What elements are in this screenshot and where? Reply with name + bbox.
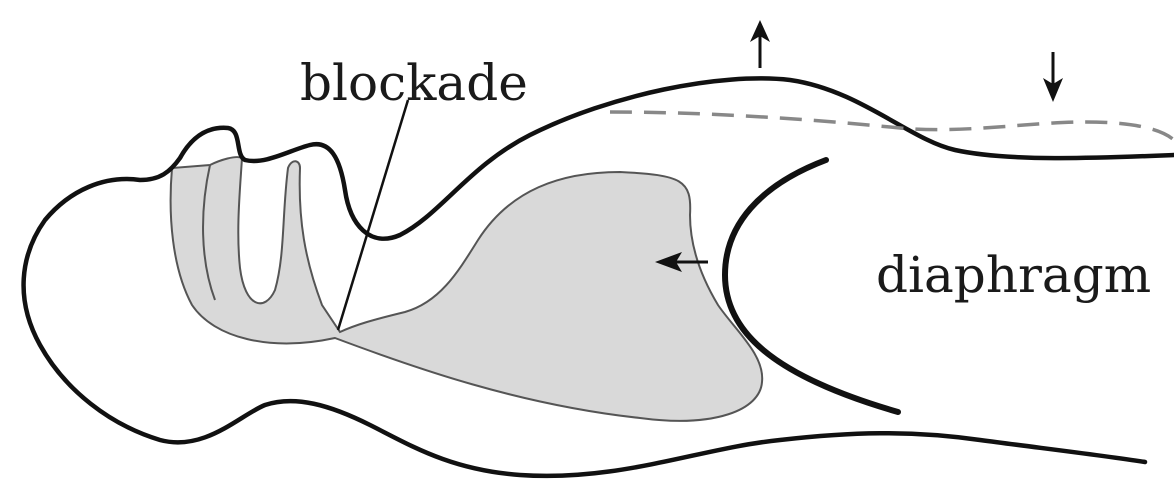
down-arrow-icon <box>1043 52 1063 102</box>
blockade-label: blockade <box>300 54 528 112</box>
blockade-pointer <box>338 100 408 330</box>
airway-lung-region <box>171 157 763 421</box>
up-arrow-icon <box>750 20 770 68</box>
diaphragm-label: diaphragm <box>876 246 1151 304</box>
dashed-chest-line <box>610 112 1174 140</box>
